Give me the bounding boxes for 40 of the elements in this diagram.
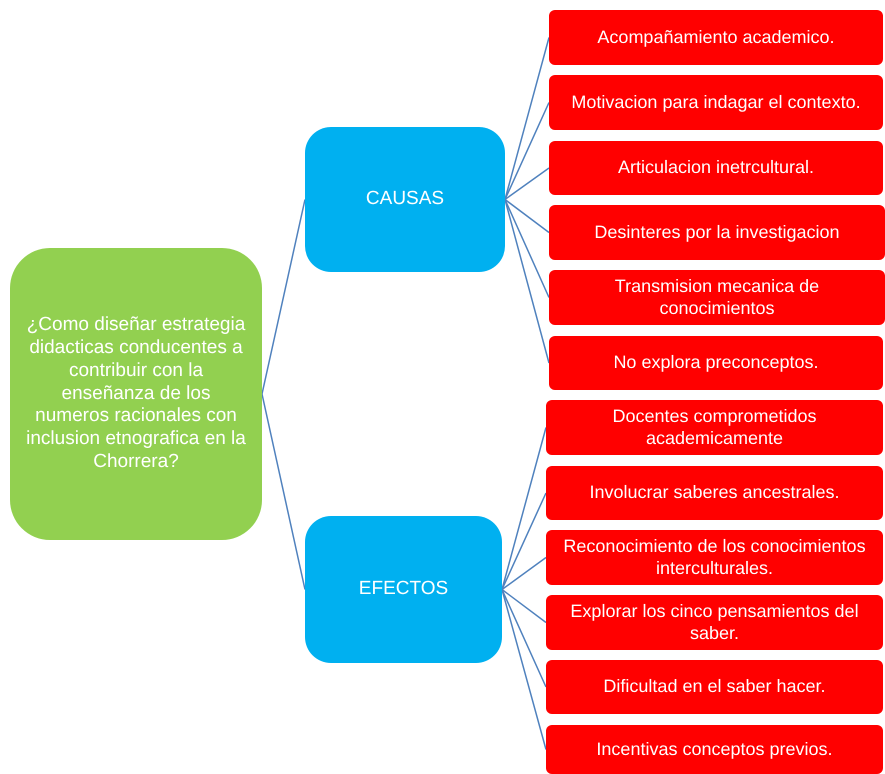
- item-box: [549, 205, 885, 260]
- item-box: [546, 400, 883, 455]
- category-box: [305, 516, 502, 663]
- item-box: [549, 75, 883, 130]
- node-label: EFECTOS: [358, 578, 448, 601]
- node-label: Acompañamiento academico.: [597, 26, 835, 48]
- node-label: Transmision mecanica de conocimientos: [614, 276, 820, 320]
- node-label: ¿Como diseñar estrategia didacticas conducentes a contribuir con la enseñanza de los numeros racionales con inclusion etnografica en la Chorrera?: [25, 314, 247, 474]
- connector-line: [504, 198, 550, 234]
- connector-line: [502, 556, 546, 590]
- connector-line: [502, 588, 546, 624]
- question-box: [10, 248, 262, 540]
- item-box: [546, 530, 883, 585]
- node-label: Desinteres por la investigacion: [594, 222, 840, 244]
- node-label: Articulacion inetrcultural.: [618, 157, 814, 179]
- node-label: Docentes comprometidos academicamente: [611, 406, 818, 450]
- item-box: [549, 141, 883, 195]
- node-label: CAUSAS: [366, 188, 444, 211]
- item-box: [549, 270, 885, 325]
- item-box: [549, 10, 883, 65]
- connector-line: [501, 492, 547, 590]
- item-box: [546, 466, 883, 520]
- node-label: No explora preconceptos.: [613, 352, 819, 374]
- connector-line: [504, 199, 550, 298]
- category-box: [305, 127, 505, 272]
- connector-line: [504, 102, 550, 200]
- connector-line: [261, 199, 306, 394]
- item-box: [549, 336, 883, 390]
- item-box: [546, 595, 883, 650]
- node-label: Explorar los cinco pensamientos del saber.: [569, 600, 860, 644]
- node-label: Motivacion para indagar el contexto.: [571, 92, 861, 114]
- node-label: Dificultad en el saber hacer.: [603, 676, 826, 698]
- connector-line: [504, 167, 550, 200]
- item-box: [546, 725, 883, 774]
- node-label: Involucrar saberes ancestrales.: [589, 482, 840, 504]
- node-label: Reconocimiento de los conocimientos interculturales.: [562, 536, 867, 580]
- node-label: Incentivas conceptos previos.: [596, 738, 833, 760]
- connector-line: [501, 589, 547, 688]
- connector-line: [261, 394, 306, 590]
- item-box: [546, 660, 883, 714]
